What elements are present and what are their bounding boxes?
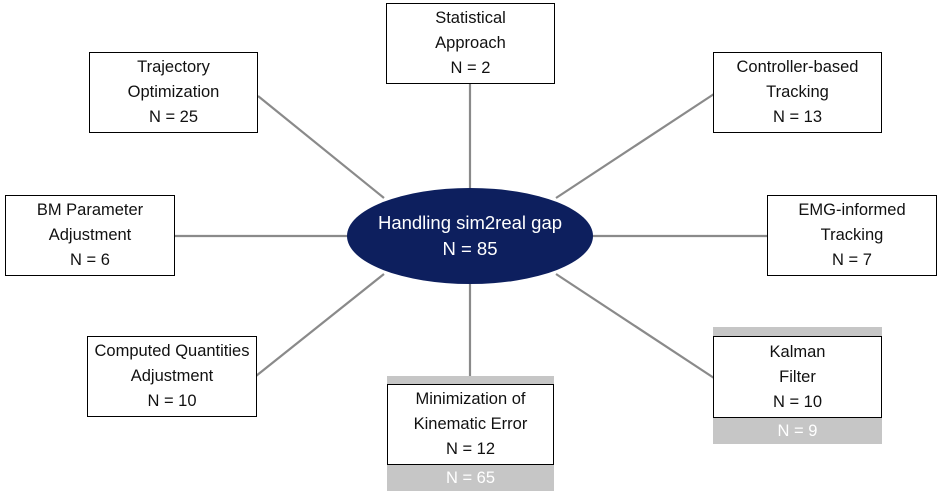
node-label-line2: Tracking — [766, 83, 829, 101]
node-label-line2: Optimization — [127, 83, 220, 101]
node-label-line1: Kalman — [769, 342, 826, 361]
node-count: N = 25 — [148, 108, 199, 126]
node-label-line1: Trajectory — [137, 58, 210, 76]
node-trajectory-optimization: Trajectory Optimization N = 25 — [89, 52, 258, 133]
node-label-line1: BM Parameter — [36, 201, 144, 219]
connector-trajectory — [257, 95, 385, 199]
node-count: N = 10 — [772, 392, 823, 411]
connector-computed — [255, 273, 385, 377]
center-node-ellipse: Handling sim2real gap N = 85 — [347, 188, 593, 284]
node-count: N = 12 — [445, 440, 496, 458]
node-label-line1: Computed Quantities — [94, 342, 250, 360]
node-label-line1: EMG-informed — [798, 201, 906, 219]
kinematic-extra-band — [387, 464, 554, 491]
connector-controller — [555, 93, 715, 199]
node-minimization-kinematic-error: Minimization of Kinematic Error N = 12 — [387, 384, 554, 465]
node-statistical-approach: Statistical Approach N = 2 — [386, 3, 555, 84]
node-controller-based-tracking: Controller-based Tracking N = 13 — [713, 52, 882, 133]
node-label-line1: Minimization of — [415, 390, 526, 408]
node-count: N = 13 — [772, 108, 823, 126]
node-computed-quantities-adjustment: Computed Quantities Adjustment N = 10 — [87, 336, 257, 417]
node-label-line2: Adjustment — [48, 226, 132, 244]
node-bm-parameter-adjustment: BM Parameter Adjustment N = 6 — [5, 195, 175, 276]
connector-kalman — [555, 273, 715, 379]
node-count: N = 6 — [70, 251, 110, 269]
node-label-line2: Kinematic Error — [413, 415, 528, 433]
node-label-line2: Tracking — [820, 226, 884, 244]
node-label-line1: Controller-based — [736, 58, 859, 76]
node-count: N = 7 — [832, 251, 872, 269]
center-title: Handling sim2real gap — [377, 212, 563, 233]
kalman-top-band — [713, 327, 882, 337]
node-label-line1: Statistical — [435, 9, 506, 27]
kalman-extra-band — [713, 417, 882, 444]
node-count: N = 10 — [147, 392, 197, 410]
kinematic-top-band — [387, 376, 554, 386]
node-emg-informed-tracking: EMG-informed Tracking N = 7 — [767, 195, 937, 276]
node-label-line2: Approach — [435, 34, 506, 52]
kalman-extra-count: N = 9 — [777, 422, 818, 440]
kinematic-extra-count: N = 65 — [445, 469, 496, 487]
node-count: N = 2 — [450, 59, 491, 77]
center-count: N = 85 — [442, 238, 498, 259]
node-kalman-filter: Kalman Filter N = 10 — [713, 336, 882, 418]
node-label-line2: Filter — [779, 367, 816, 386]
node-label-line2: Adjustment — [130, 367, 214, 385]
